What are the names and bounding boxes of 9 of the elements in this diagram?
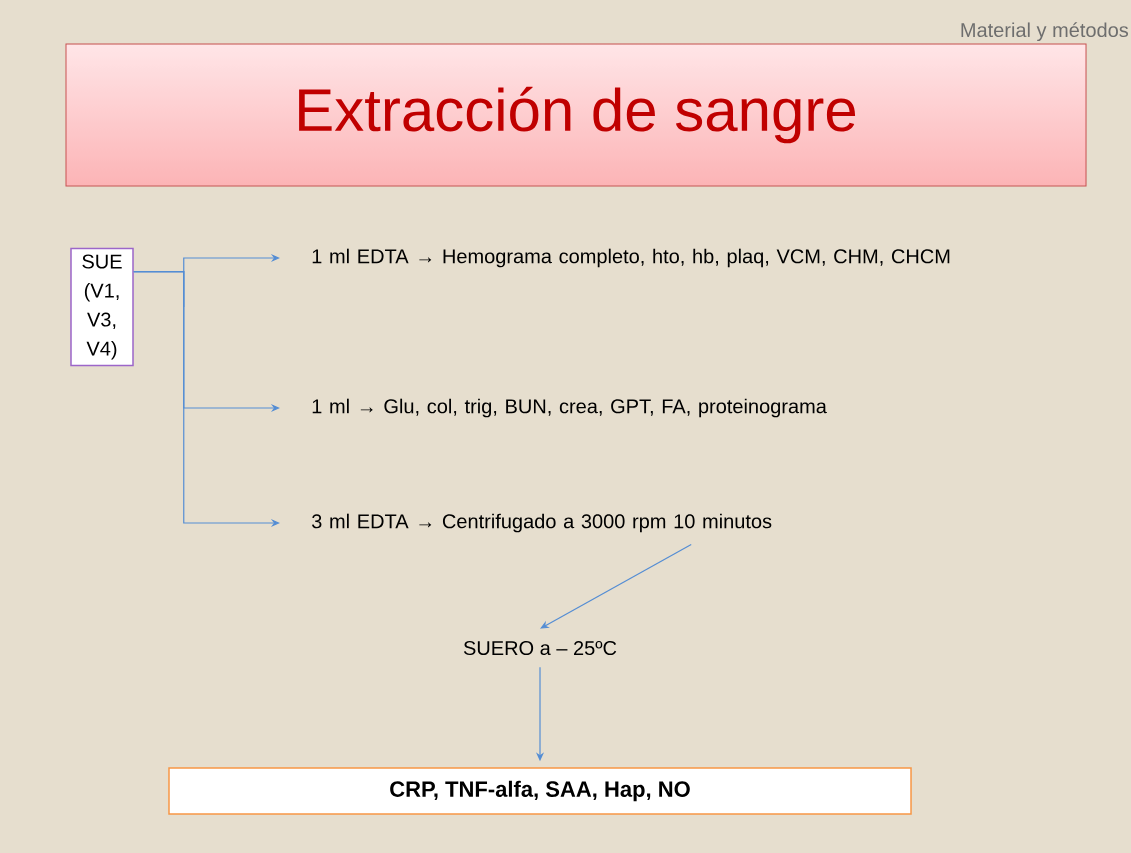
sample-box: SUE (V1, V3, V4): [70, 247, 134, 367]
step-text: SUERO a – 25ºC: [463, 640, 617, 656]
step-text: 3 ml EDTA → Centrifugado a 3000 rpm 10 minutos: [311, 513, 772, 533]
section-label: Material y métodos: [961, 22, 1129, 42]
title-banner: Extracción de sangre: [65, 43, 1087, 187]
arrow: [540, 543, 692, 629]
step-text: 1 ml → Glu, col, trig, BUN, crea, GPT, FA, proteinograma: [312, 398, 827, 418]
result-box: CRP, TNF-alfa, SAA, Hap, NO: [168, 767, 912, 815]
step-text: 1 ml EDTA → Hemograma completo, hto, hb, plaq, VCM, CHM, CHCM: [312, 248, 950, 268]
